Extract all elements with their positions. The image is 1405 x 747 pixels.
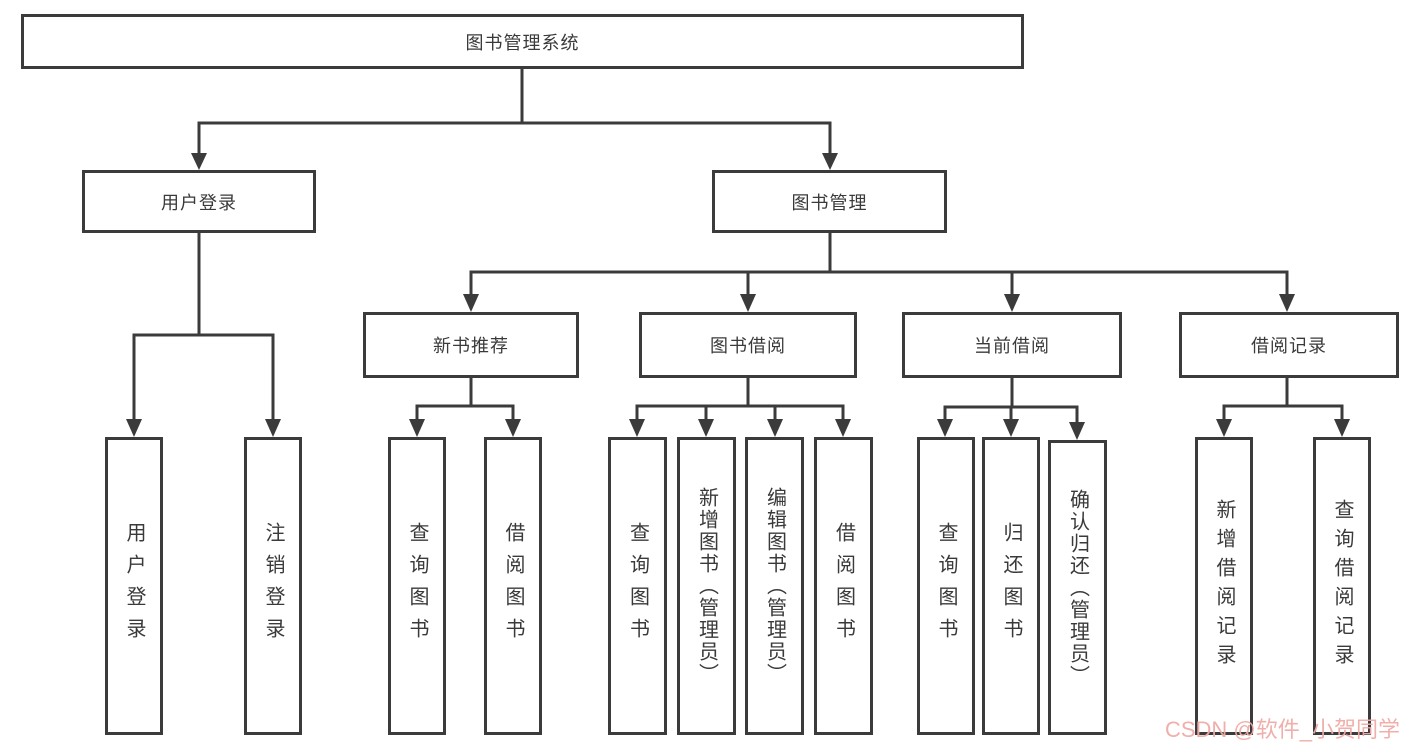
node-book-borrowing: 图书借阅 xyxy=(639,312,857,378)
node-user-login: 用户登录 xyxy=(82,170,316,233)
arrow-down-icon xyxy=(835,419,851,437)
node-new-book-recommendation: 新书推荐 xyxy=(363,312,579,378)
arrow-down-icon xyxy=(265,419,281,437)
node-label: 新书推荐 xyxy=(433,336,509,356)
leaf-query-books-borrowing: 查询图书 xyxy=(608,437,667,735)
leaf-add-books-admin: 新增图书（管理员） xyxy=(677,437,736,735)
arrow-down-icon xyxy=(822,153,838,170)
leaf-borrow-books-borrowing: 借阅图书 xyxy=(814,437,873,735)
node-label: 图书管理 xyxy=(791,192,868,213)
arrow-down-icon xyxy=(1279,294,1295,312)
node-label: 新增图书（管理员） xyxy=(695,487,718,685)
node-label: 用户登录 xyxy=(161,192,237,213)
node-label: 编辑图书（管理员） xyxy=(763,487,786,685)
leaf-return-books: 归还图书 xyxy=(982,437,1040,735)
node-borrowing-records: 借阅记录 xyxy=(1179,312,1399,378)
node-label: 图书借阅 xyxy=(710,336,786,356)
leaf-confirm-return-admin: 确认归还（管理员） xyxy=(1048,440,1107,735)
arrow-down-icon xyxy=(1003,419,1019,437)
node-label: 新增借阅记录 xyxy=(1213,499,1235,673)
node-label: 查询图书 xyxy=(406,522,428,650)
leaf-logout: 注销登录 xyxy=(244,437,302,735)
node-label: 用户登录 xyxy=(123,522,145,650)
node-label: 查询图书 xyxy=(626,522,649,650)
node-label: 查询借阅记录 xyxy=(1331,499,1353,673)
arrow-down-icon xyxy=(1004,294,1020,312)
node-system-root: 图书管理系统 xyxy=(21,14,1024,69)
arrow-down-icon xyxy=(409,419,425,437)
arrow-down-icon xyxy=(191,153,207,170)
leaf-user-login: 用户登录 xyxy=(105,437,163,735)
node-current-borrowing: 当前借阅 xyxy=(902,312,1122,378)
node-label: 图书管理系统 xyxy=(465,32,580,53)
leaf-query-borrow-record: 查询借阅记录 xyxy=(1313,437,1371,735)
arrow-down-icon xyxy=(505,419,521,437)
connector-lines xyxy=(132,69,1344,424)
leaf-add-borrow-record: 新增借阅记录 xyxy=(1195,437,1253,735)
arrow-down-icon xyxy=(698,419,714,437)
arrow-down-icon xyxy=(937,419,953,437)
arrow-down-icon xyxy=(1216,419,1232,437)
node-label: 确认归还（管理员） xyxy=(1066,488,1089,687)
arrow-down-icon xyxy=(740,294,756,312)
node-label: 借阅记录 xyxy=(1251,336,1327,356)
arrow-down-icon xyxy=(767,419,783,437)
node-label: 归还图书 xyxy=(1000,522,1022,650)
node-label: 注销登录 xyxy=(262,522,284,650)
leaf-borrow-books-recommend: 借阅图书 xyxy=(484,437,542,735)
arrow-down-icon xyxy=(1069,422,1085,440)
node-label: 借阅图书 xyxy=(832,522,855,650)
node-book-management: 图书管理 xyxy=(712,170,947,233)
connector-arrowheads xyxy=(126,153,1350,440)
arrow-down-icon xyxy=(463,294,479,312)
leaf-edit-books-admin: 编辑图书（管理员） xyxy=(745,437,804,735)
arrow-down-icon xyxy=(629,419,645,437)
leaf-query-books-recommend: 查询图书 xyxy=(388,437,446,735)
watermark: CSDN @软件_小贺同学 xyxy=(1164,717,1400,742)
node-label: 借阅图书 xyxy=(502,522,524,650)
arrow-down-icon xyxy=(126,419,142,437)
node-label: 查询图书 xyxy=(935,522,957,650)
node-label: 当前借阅 xyxy=(974,336,1050,356)
leaf-query-books-current: 查询图书 xyxy=(917,437,975,735)
arrow-down-icon xyxy=(1334,419,1350,437)
